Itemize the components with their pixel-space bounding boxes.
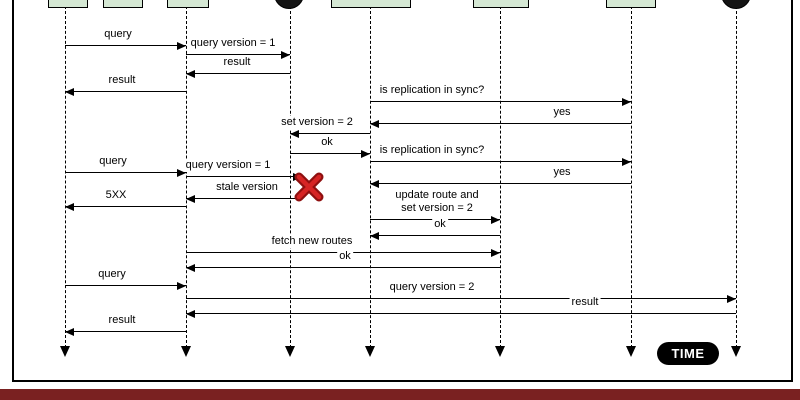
- message-arrow: [290, 153, 370, 154]
- lifeline-arrowhead-down-icon: [60, 346, 70, 357]
- message-arrow: [186, 313, 736, 314]
- actor-header-box: [606, 0, 656, 8]
- arrowhead-icon: [622, 157, 631, 166]
- arrowhead-icon: [186, 309, 195, 318]
- arrowhead-icon: [370, 179, 379, 188]
- message-arrow: [65, 172, 186, 173]
- lifeline: [370, 6, 371, 348]
- message-label: ok: [432, 218, 448, 231]
- message-label: query version = 1: [188, 37, 278, 50]
- lifeline-arrowhead-down-icon: [626, 346, 636, 357]
- message-arrow: [186, 298, 736, 299]
- lifeline: [65, 6, 66, 348]
- arrowhead-icon: [65, 327, 74, 336]
- message-label: yes: [551, 106, 573, 119]
- message-label: query version = 2: [387, 281, 477, 294]
- message-arrow: [65, 285, 186, 286]
- message-arrow: [370, 101, 631, 102]
- message-arrow: [186, 54, 290, 55]
- arrowhead-icon: [370, 231, 379, 240]
- message-arrow: [370, 123, 631, 124]
- arrowhead-icon: [727, 294, 736, 303]
- message-label: result: [221, 56, 253, 69]
- arrowhead-icon: [491, 248, 500, 257]
- message-label: fetch new routes: [269, 235, 355, 248]
- message-arrow: [65, 45, 186, 46]
- message-label: result: [569, 296, 601, 309]
- actor-header-box: [331, 0, 411, 8]
- arrowhead-icon: [491, 215, 500, 224]
- lifeline: [290, 6, 291, 348]
- lifeline-arrowhead-down-icon: [731, 346, 741, 357]
- message-arrow: [186, 176, 302, 177]
- message-label: query: [102, 28, 134, 41]
- lifeline: [631, 6, 632, 348]
- actor-header-box: [48, 0, 88, 8]
- arrowhead-icon: [370, 119, 379, 128]
- message-label: update route and set version = 2: [393, 189, 481, 215]
- message-label: query: [96, 268, 128, 281]
- message-arrow: [370, 161, 631, 162]
- lifeline-arrowhead-down-icon: [181, 346, 191, 357]
- message-label: is replication in sync?: [377, 84, 487, 97]
- message-arrow: [65, 206, 186, 207]
- message-arrow: [186, 73, 290, 74]
- arrowhead-icon: [65, 202, 74, 211]
- lifeline-arrowhead-down-icon: [495, 346, 505, 357]
- diagram-frame: [12, 0, 793, 382]
- lifeline-arrowhead-down-icon: [285, 346, 295, 357]
- message-label: set version = 2: [279, 116, 355, 129]
- lifeline-arrowhead-down-icon: [365, 346, 375, 357]
- arrowhead-icon: [177, 41, 186, 50]
- message-label: stale version: [214, 181, 280, 194]
- message-label: query: [97, 155, 129, 168]
- arrowhead-icon: [65, 87, 74, 96]
- message-arrow: [65, 331, 186, 332]
- arrowhead-icon: [177, 168, 186, 177]
- message-arrow: [370, 235, 500, 236]
- arrowhead-icon: [281, 50, 290, 59]
- message-label: is replication in sync?: [377, 144, 487, 157]
- arrowhead-icon: [361, 149, 370, 158]
- message-arrow: [290, 133, 370, 134]
- message-label: yes: [551, 166, 573, 179]
- message-arrow: [186, 198, 302, 199]
- message-label: 5XX: [103, 189, 129, 202]
- arrowhead-icon: [177, 281, 186, 290]
- failed-message-x-icon: [294, 172, 324, 202]
- lifeline: [736, 6, 737, 348]
- message-arrow: [186, 267, 500, 268]
- time-badge: TIME: [657, 342, 719, 365]
- message-arrow: [370, 183, 631, 184]
- arrowhead-icon: [186, 69, 195, 78]
- lifeline: [186, 6, 187, 348]
- arrowhead-icon: [290, 129, 299, 138]
- message-label: query version = 1: [183, 159, 273, 172]
- message-label: ok: [337, 250, 353, 263]
- message-label: result: [106, 314, 138, 327]
- arrowhead-icon: [622, 97, 631, 106]
- message-label: ok: [319, 136, 335, 149]
- lifeline: [500, 6, 501, 348]
- actor-header-box: [103, 0, 143, 8]
- arrowhead-icon: [186, 263, 195, 272]
- message-label: result: [106, 74, 138, 87]
- arrowhead-icon: [186, 194, 195, 203]
- actor-header-box: [167, 0, 209, 8]
- time-badge-label: TIME: [671, 346, 705, 361]
- footer-bar: [0, 389, 800, 400]
- actor-header-box: [473, 0, 529, 8]
- message-arrow: [65, 91, 186, 92]
